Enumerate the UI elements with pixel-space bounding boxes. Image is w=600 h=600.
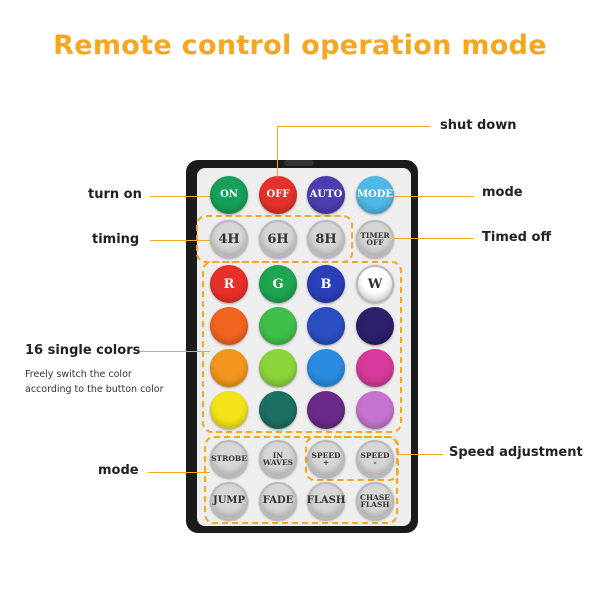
- speed-adjustment-label: Speed adjustment: [449, 445, 583, 460]
- speed-group-outline: [305, 436, 399, 481]
- turn-on-leader: [150, 196, 210, 197]
- speed-plus-button[interactable]: SPEED+: [307, 440, 345, 478]
- color-button-light-green[interactable]: [259, 307, 297, 345]
- ir-emitter: [284, 160, 314, 166]
- color-button-purple[interactable]: [307, 391, 345, 429]
- color-button-b[interactable]: B: [307, 265, 345, 303]
- mode-top-label: mode: [482, 185, 523, 200]
- fade-label: FADE: [262, 495, 294, 506]
- speed-plus-label: SPEED+: [311, 450, 341, 467]
- shut-down-label: shut down: [440, 118, 517, 133]
- speed-plus-label-line1: SPEED: [311, 450, 341, 460]
- page-title: Remote control operation mode: [53, 30, 547, 61]
- color-button-pink[interactable]: [356, 349, 394, 387]
- timer-6h-label: 6H: [267, 231, 289, 247]
- jump-button[interactable]: JUMP: [210, 482, 248, 520]
- timed-off-label: Timed off: [482, 230, 551, 245]
- color-w-label: W: [367, 276, 383, 292]
- color-button-orange[interactable]: [210, 349, 248, 387]
- color-button-dark-indigo[interactable]: [356, 307, 394, 345]
- speed-minus-label-line2: -: [373, 458, 377, 467]
- color-b-label: B: [320, 276, 332, 292]
- timed-off-leader: [394, 238, 474, 239]
- mode-bottom-label: mode: [98, 463, 139, 478]
- mode-button[interactable]: MODE: [356, 176, 394, 214]
- flash-button[interactable]: FLASH: [307, 482, 345, 520]
- timer-4h-button[interactable]: 4H: [210, 220, 248, 258]
- on-button-label: ON: [220, 189, 238, 200]
- speed-minus-label-line1: SPEED: [360, 450, 390, 460]
- chase-flash-label-line2: FLASH: [360, 500, 390, 509]
- color-button-g[interactable]: G: [259, 265, 297, 303]
- timer-8h-button[interactable]: 8H: [307, 220, 345, 258]
- speed-minus-button[interactable]: SPEED-: [356, 440, 394, 478]
- timing-leader: [150, 240, 210, 241]
- freely-switch-line2: according to the button color: [25, 384, 164, 395]
- timer-off-label-line2: OFF: [366, 238, 384, 247]
- jump-label: JUMP: [212, 495, 246, 506]
- color-button-w[interactable]: W: [356, 265, 394, 303]
- freely-switch-caption: Freely switch the color according to the …: [25, 367, 163, 397]
- color-button-yellow[interactable]: [210, 391, 248, 429]
- color-g-label: G: [272, 276, 284, 292]
- turn-on-label: turn on: [88, 187, 142, 202]
- color-button-violet[interactable]: [356, 391, 394, 429]
- color-r-label: R: [223, 276, 235, 292]
- strobe-button[interactable]: STROBE: [210, 440, 248, 478]
- mode-bottom-leader: [148, 472, 210, 473]
- off-button[interactable]: OFF: [259, 176, 297, 214]
- color-button-r[interactable]: R: [210, 265, 248, 303]
- single-colors-leader: [140, 351, 210, 352]
- timer-off-label-line1: TIMER: [360, 230, 390, 240]
- color-button-teal[interactable]: [259, 391, 297, 429]
- off-button-label: OFF: [266, 189, 290, 200]
- on-button[interactable]: ON: [210, 176, 248, 214]
- timing-label: timing: [92, 232, 140, 247]
- colors-group-outline: [202, 261, 402, 433]
- fade-button[interactable]: FADE: [259, 482, 297, 520]
- speed-adjustment-leader: [398, 454, 443, 455]
- auto-button-label: AUTO: [309, 189, 343, 200]
- auto-button[interactable]: AUTO: [307, 176, 345, 214]
- timer-4h-label: 4H: [218, 231, 240, 247]
- single-colors-label: 16 single colors: [25, 343, 141, 358]
- color-button-sky-blue[interactable]: [307, 349, 345, 387]
- in-waves-label-line1: IN: [272, 450, 284, 460]
- in-waves-label-line2: WAVES: [262, 458, 294, 467]
- color-button-medium-blue[interactable]: [307, 307, 345, 345]
- timer-8h-label: 8H: [315, 231, 337, 247]
- shut-down-leader-vertical: [277, 126, 278, 178]
- mode-button-label: MODE: [356, 189, 394, 200]
- mode-group-outline: [204, 436, 398, 524]
- shut-down-leader-horizontal: [277, 126, 430, 127]
- strobe-label: STROBE: [211, 454, 247, 464]
- speed-minus-label: SPEED-: [360, 450, 390, 467]
- flash-label: FLASH: [306, 495, 346, 506]
- color-button-orange-red[interactable]: [210, 307, 248, 345]
- speed-plus-label-line2: +: [322, 458, 330, 467]
- freely-switch-line1: Freely switch the color: [25, 369, 132, 380]
- color-button-lime[interactable]: [259, 349, 297, 387]
- timer-6h-button[interactable]: 6H: [259, 220, 297, 258]
- mode-top-leader: [394, 196, 474, 197]
- chase-flash-label-line1: CHASE: [359, 492, 390, 502]
